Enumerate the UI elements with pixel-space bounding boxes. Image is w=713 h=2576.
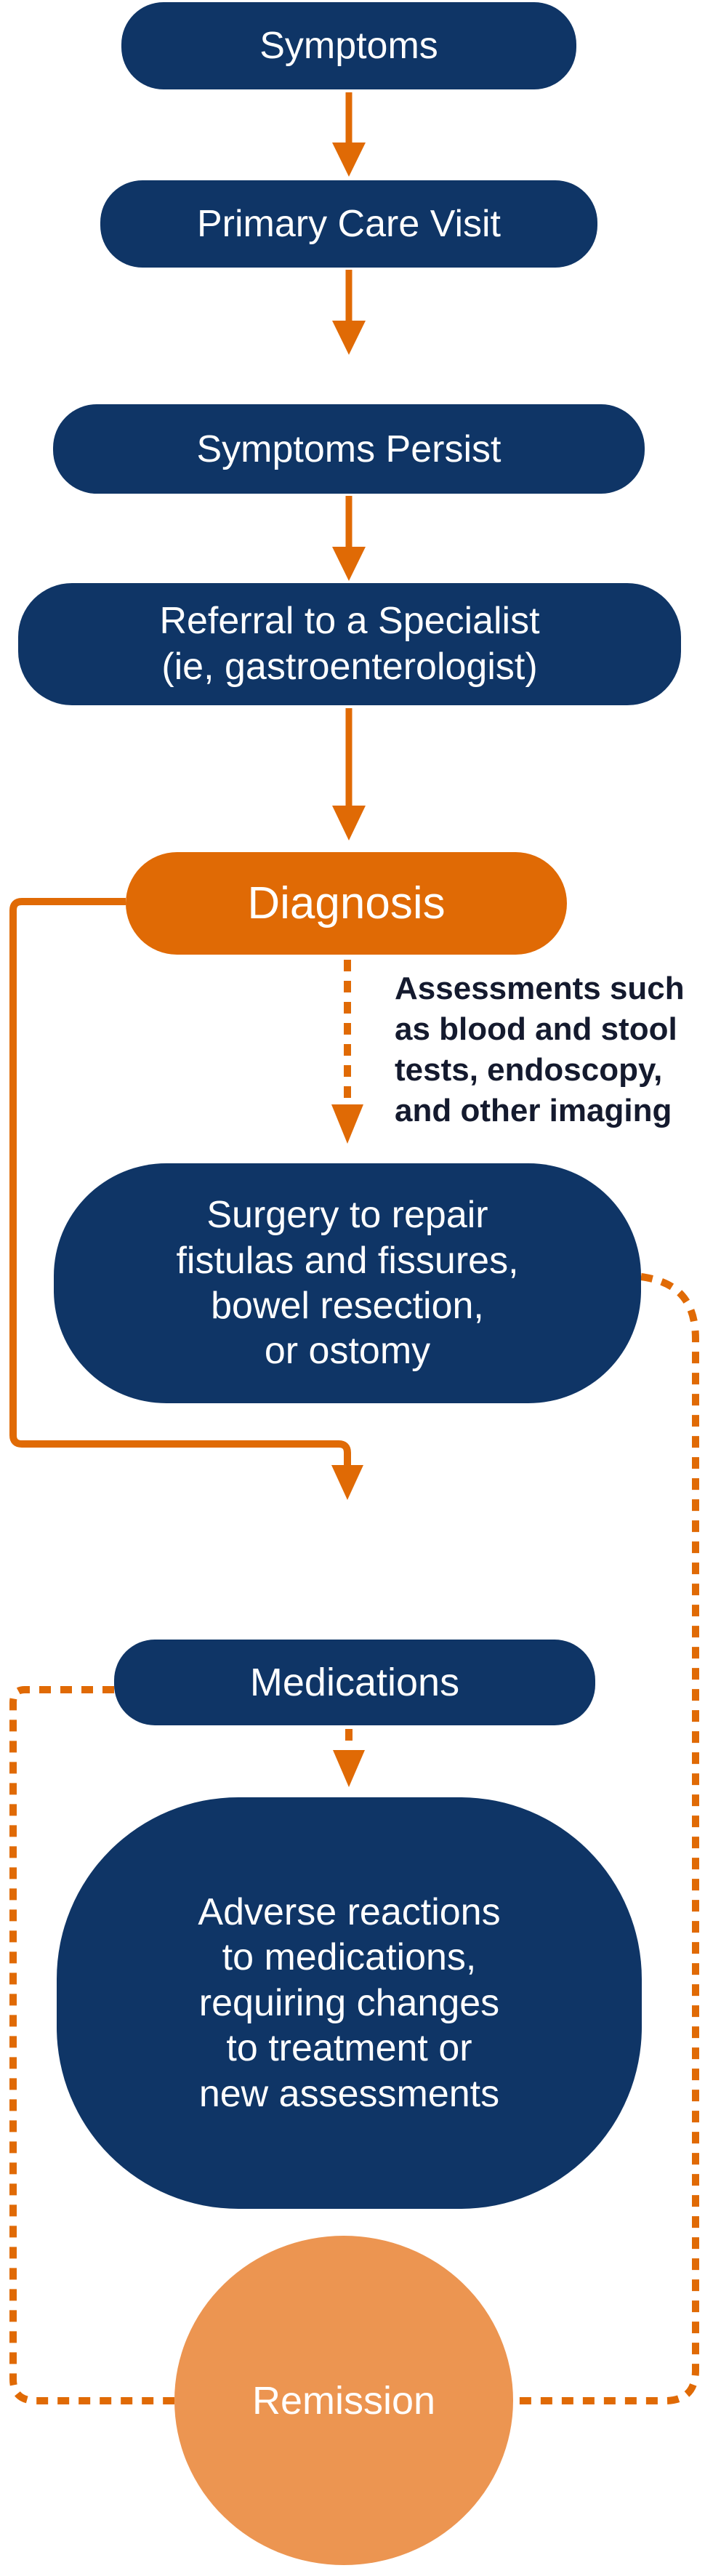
node-diagnosis: Diagnosis — [126, 852, 567, 955]
arrowhead-diagnosis-surgery — [331, 1104, 363, 1144]
assessments-annotation: Assessments such as blood and stool test… — [395, 971, 685, 1128]
elbow-diagnosis-medications — [9, 898, 351, 1466]
arrowhead-referral-diagnosis — [332, 806, 366, 840]
arrowhead-persist-referral — [332, 547, 366, 581]
node-remission: Remission — [174, 2236, 513, 2565]
arrowhead-medications-adverse — [333, 1750, 365, 1787]
dashed-elbow-medications-remission — [9, 1686, 174, 2404]
dashed-elbow-surgery-remission — [514, 1273, 699, 2404]
node-referral-specialist: Referral to a Specialist (ie, gastroente… — [18, 583, 681, 705]
arrowhead-primary-persist — [332, 321, 366, 355]
node-symptoms-persist: Symptoms Persist — [53, 404, 645, 494]
node-symptoms: Symptoms — [121, 2, 576, 89]
node-primary-care-visit: Primary Care Visit — [100, 180, 597, 268]
node-surgery: Surgery to repair fistulas and fissures,… — [54, 1163, 641, 1403]
node-medications: Medications — [114, 1640, 595, 1725]
arrowhead-diagnosis-medications — [331, 1465, 363, 1500]
node-adverse-reactions: Adverse reactions to medications, requir… — [57, 1797, 642, 2209]
arrowhead-symptoms-primary — [332, 143, 366, 177]
